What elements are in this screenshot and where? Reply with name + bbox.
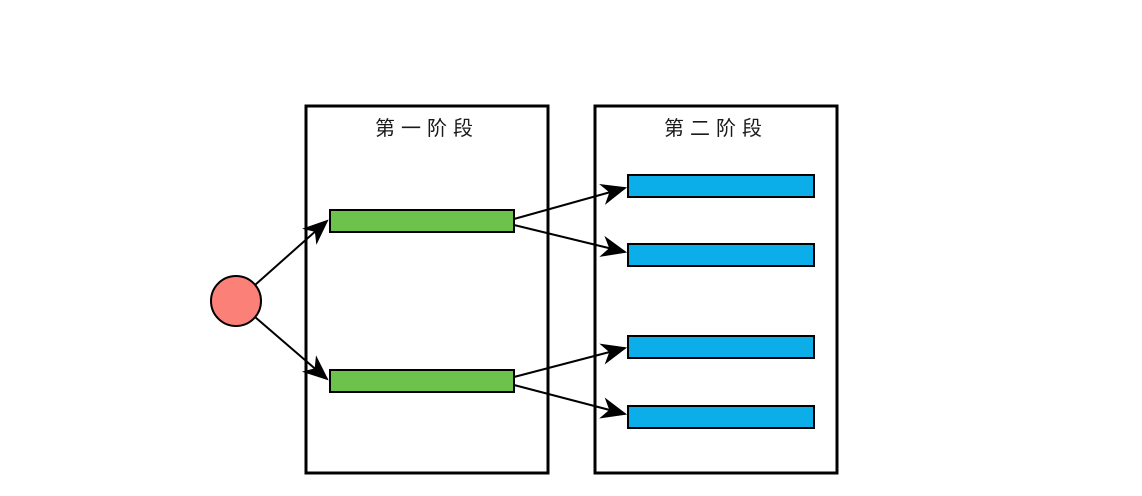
- stage2-bar-1: [627, 174, 815, 198]
- arrow-stage1-bar1-to-stage2-bar2: [513, 224, 628, 257]
- stage1-bar-2: [329, 369, 515, 393]
- stage2-bar-2: [627, 243, 815, 267]
- stage2-title: 第二阶段: [664, 116, 768, 140]
- start-node: [210, 275, 262, 327]
- arrow-stage1-bar2-to-stage2-bar3: [513, 343, 628, 378]
- arrow-start-to-stage1-bar1: [254, 219, 329, 286]
- stage1-box: [304, 104, 550, 475]
- arrow-start-to-stage1-bar2: [254, 316, 329, 381]
- stage1-bar-1: [329, 209, 515, 233]
- arrow-stage1-bar2-to-stage2-bar4: [513, 384, 628, 419]
- stage1-title: 第一阶段: [375, 116, 479, 140]
- stage2-bar-4: [627, 405, 815, 429]
- stage2-bar-3: [627, 335, 815, 359]
- arrow-stage1-bar1-to-stage2-bar1: [513, 183, 628, 220]
